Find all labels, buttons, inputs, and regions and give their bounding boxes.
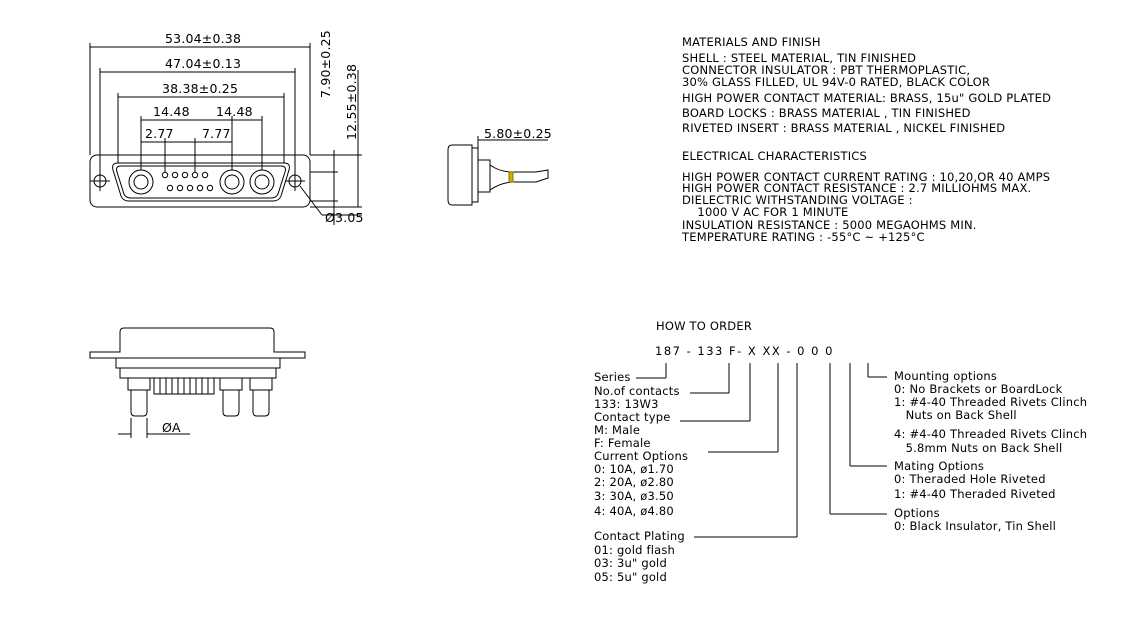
electrical-line: INSULATION RESISTANCE : 5000 MEGAOHMS MI… [682,218,977,232]
side-flange [471,147,479,203]
elevation-view [89,327,306,438]
side-view [447,136,549,206]
order-right-line: 4: #4-40 Threaded Rivets Clinch [894,427,1088,441]
materials-title: MATERIALS AND FINISH [682,35,821,49]
side-lead [489,164,549,191]
dim-overall-width: 53.04±0.38 [165,31,242,46]
order-right-line: Nuts on Back Shell [894,408,1017,422]
dim-contact-pitch-2: 14.48 [216,104,253,119]
order-right-line: Mounting options [894,369,998,383]
order-left-line: M: Male [594,423,641,437]
dim-height-1: 7.90±0.25 [318,30,333,98]
vertical-dimensions [299,70,362,225]
d-shell-outer [112,162,290,202]
power-pin-1 [130,390,148,417]
power-pin-2 [222,390,240,417]
materials-line: 30% GLASS FILLED, UL 94V-0 RATED, BLACK … [682,75,991,89]
gold-band [508,171,514,183]
order-left-line: No.of contacts [594,384,680,398]
dim-side-depth: 5.80±0.25 [484,126,552,141]
order-left-line: 05: 5u" gold [594,570,667,584]
power-contact-3 [249,169,275,195]
elevation-base [115,357,281,369]
order-left-line: F: Female [594,436,651,450]
materials-line: CONNECTOR INSULATOR : PBT THERMOPLASTIC, [682,63,971,77]
materials-line: BOARD LOCKS : BRASS MATERIAL , TIN FINIS… [682,106,971,120]
elevation-body-top [89,327,306,359]
materials-line: SHELL : STEEL MATERIAL, TIN FINISHED [682,51,917,65]
order-left-line: Contact type [594,410,671,424]
order-left-line: Current Options [594,449,689,463]
order-right-line: 0: No Brackets or BoardLock [894,382,1063,396]
dim-pin-offset-2: 7.77 [202,126,231,141]
pin-collar-2 [219,377,243,391]
pin-collar-1 [127,377,151,391]
side-shell [447,144,473,206]
order-leaders [636,363,887,538]
electrical-line: HIGH POWER CONTACT RESISTANCE : 2.7 MILL… [682,181,1032,195]
dim-hole-spacing: 47.04±0.13 [165,56,242,71]
power-pin-3 [252,390,270,417]
order-left-line: Contact Plating [594,529,685,543]
order-code: 187 - 133 F- X XX - 0 0 0 [655,344,834,358]
order-title: HOW TO ORDER [656,319,753,333]
power-contact-2 [219,169,245,195]
signal-pins [161,171,214,192]
order-left-line: 03: 3u" gold [594,556,667,570]
dim-hole-diameter: Ø3.05 [325,210,364,225]
side-body [477,159,491,193]
dim-shell-width: 38.38±0.25 [162,81,239,96]
electrical-line: HIGH POWER CONTACT CURRENT RATING : 10,2… [682,170,1051,184]
order-left-line: 2: 20A, ø2.80 [594,475,674,489]
dim-contact-pitch-1: 14.48 [153,104,190,119]
electrical-line: DIELECTRIC WITHSTANDING VOLTAGE : [682,193,913,207]
horizontal-dimensions [89,43,311,172]
dim-height-2: 12.55±0.38 [344,63,359,140]
order-left-line: 01: gold flash [594,543,676,557]
electrical-line: 1000 V AC FOR 1 MINUTE [682,205,849,219]
order-right-line: 0: Black Insulator, Tin Shell [894,519,1057,533]
power-contact-1 [128,169,154,195]
elevation-insulator [119,367,277,379]
electrical-line: TEMPERATURE RATING : -55°C ~ +125°C [682,230,925,244]
dim-pin-diameter: ØA [162,420,181,435]
dim-pin-offset-1: 2.77 [145,126,174,141]
pin-collar-3 [249,377,273,391]
order-right-line: 1: #4-40 Theraded Riveted [894,487,1056,501]
materials-line: RIVETED INSERT : BRASS MATERIAL , NICKEL… [682,121,1006,135]
order-right-line: Mating Options [894,459,985,473]
order-left-line: 133: 13W3 [594,397,659,411]
order-left-line: 0: 10A, ø1.70 [594,462,674,476]
signal-pin-block [153,377,215,395]
order-right-line: 1: #4-40 Threaded Rivets Clinch [894,395,1088,409]
order-left-line: 3: 30A, ø3.50 [594,489,674,503]
front-view [89,43,362,225]
d-shell-inner [116,165,286,199]
order-left-line: Series [594,370,631,384]
order-right-line: 5.8mm Nuts on Back Shell [894,441,1063,455]
electrical-title: ELECTRICAL CHARACTERISTICS [682,149,868,163]
order-left-line: 4: 40A, ø4.80 [594,504,674,518]
materials-line: HIGH POWER CONTACT MATERIAL: BRASS, 15u"… [682,91,1052,105]
order-right-line: Options [894,506,940,520]
order-right-line: 0: Theraded Hole Riveted [894,472,1046,486]
